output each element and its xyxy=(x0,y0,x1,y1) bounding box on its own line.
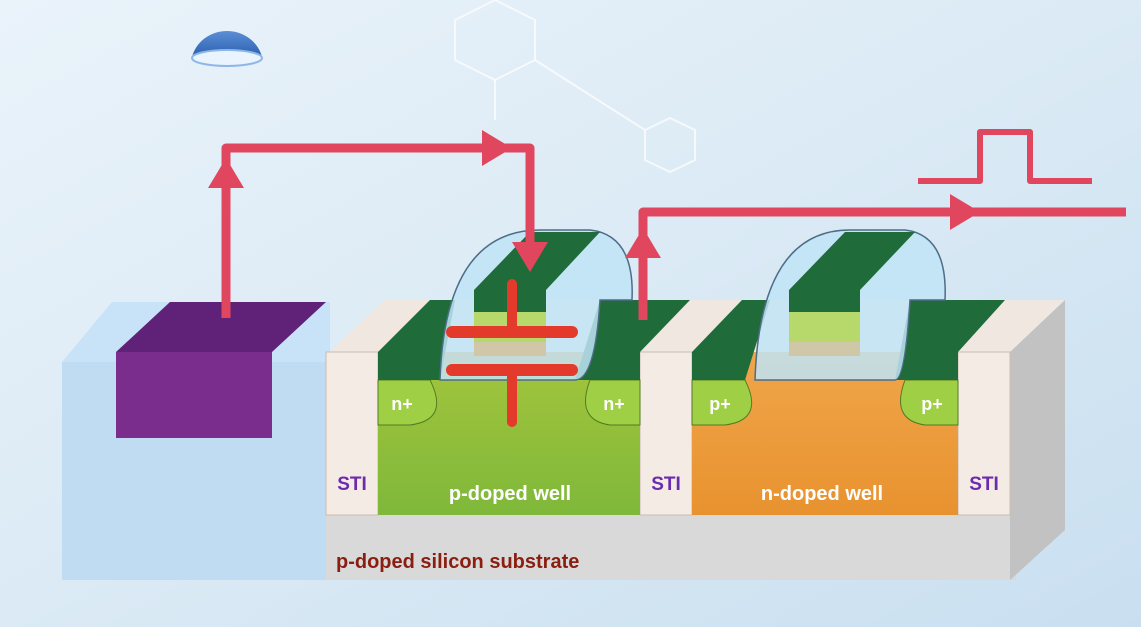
substrate xyxy=(326,515,1016,580)
gate-stack-right xyxy=(789,232,915,356)
hexagon-decoration xyxy=(454,0,696,174)
capacitor-symbol xyxy=(446,279,578,427)
p-plus-left-label: p+ xyxy=(709,394,731,414)
p-plus-right-label: p+ xyxy=(921,394,943,414)
n-plus-right-label: n+ xyxy=(603,394,625,414)
arrow-up-drain-icon xyxy=(625,228,661,258)
n-plus-left-label: n+ xyxy=(391,394,413,414)
arrowheads xyxy=(208,130,980,272)
sti-left-label: STI xyxy=(337,474,367,495)
p-plus-left-region xyxy=(691,379,753,426)
p-plus-right-region xyxy=(900,379,959,426)
sti-middle xyxy=(639,351,693,516)
sti-right-label: STI xyxy=(969,474,999,495)
n-plus-left-region xyxy=(377,379,438,426)
sti-middle-label: STI xyxy=(651,474,681,495)
substrate-label: p-doped silicon substrate xyxy=(336,551,579,573)
arrow-down-gate-icon xyxy=(512,242,548,272)
contact-strips xyxy=(378,300,1005,380)
p-well-label: p-doped well xyxy=(449,483,571,505)
dome-light-icon xyxy=(191,30,263,67)
arrow-up-left-icon xyxy=(208,158,244,188)
arrow-right-top-icon xyxy=(482,130,512,166)
n-well-label: n-doped well xyxy=(761,483,883,505)
arrow-right-output-icon xyxy=(950,194,980,230)
block-right-side xyxy=(1010,300,1065,580)
n-plus-right-region xyxy=(585,379,641,426)
metal-contact-pad xyxy=(116,302,326,438)
